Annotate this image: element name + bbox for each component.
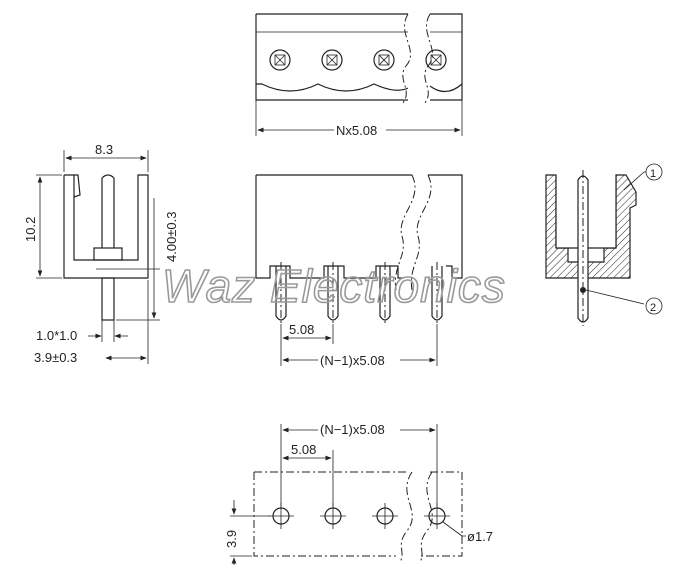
width-dimension: 8.3 bbox=[95, 142, 113, 157]
hole bbox=[320, 503, 346, 529]
pcb-layout: (N−1)x5.08 5.08 3.9 ø1.7 bbox=[224, 422, 493, 565]
pin bbox=[431, 262, 443, 324]
pin bbox=[327, 262, 339, 324]
pcb-row-offset-dimension: 3.9 bbox=[224, 530, 239, 548]
height-dimension: 10.2 bbox=[23, 217, 38, 242]
hole bbox=[268, 503, 294, 529]
pin bbox=[275, 262, 287, 324]
hole bbox=[424, 503, 450, 529]
screw-icon bbox=[269, 49, 291, 71]
screw-icon bbox=[321, 49, 343, 71]
watermark: Waz Electronics bbox=[162, 260, 506, 312]
top-view: Nx5.08 bbox=[255, 13, 463, 138]
pcb-span-dimension: (N−1)x5.08 bbox=[320, 422, 385, 437]
pin-section-dimension: 1.0*1.0 bbox=[36, 328, 77, 343]
front-pitch-dimension: 5.08 bbox=[289, 322, 314, 337]
side-view: 8.3 10.2 4.00±0.3 1.0*1.0 3.9±0.3 bbox=[23, 142, 179, 365]
callout-2-label: 2 bbox=[650, 302, 656, 314]
pin-height-dimension: 4.00±0.3 bbox=[164, 211, 179, 262]
screw-icon bbox=[373, 49, 395, 71]
front-span-dimension: (N−1)x5.08 bbox=[320, 353, 385, 368]
callout-2-circle bbox=[645, 297, 663, 315]
pcb-pitch-dimension: 5.08 bbox=[291, 442, 316, 457]
hole bbox=[372, 503, 398, 529]
pin-offset-dimension: 3.9±0.3 bbox=[34, 350, 77, 365]
callout-1-circle bbox=[645, 163, 663, 181]
callout-1-label: 1 bbox=[650, 168, 656, 180]
top-width-dimension: Nx5.08 bbox=[336, 123, 377, 138]
pin bbox=[379, 262, 391, 324]
section-view: 1 2 bbox=[545, 163, 663, 326]
hole-diameter-dimension: ø1.7 bbox=[467, 529, 493, 544]
screw-icon bbox=[425, 49, 447, 71]
front-view: 5.08 (N−1)x5.08 bbox=[255, 174, 463, 368]
